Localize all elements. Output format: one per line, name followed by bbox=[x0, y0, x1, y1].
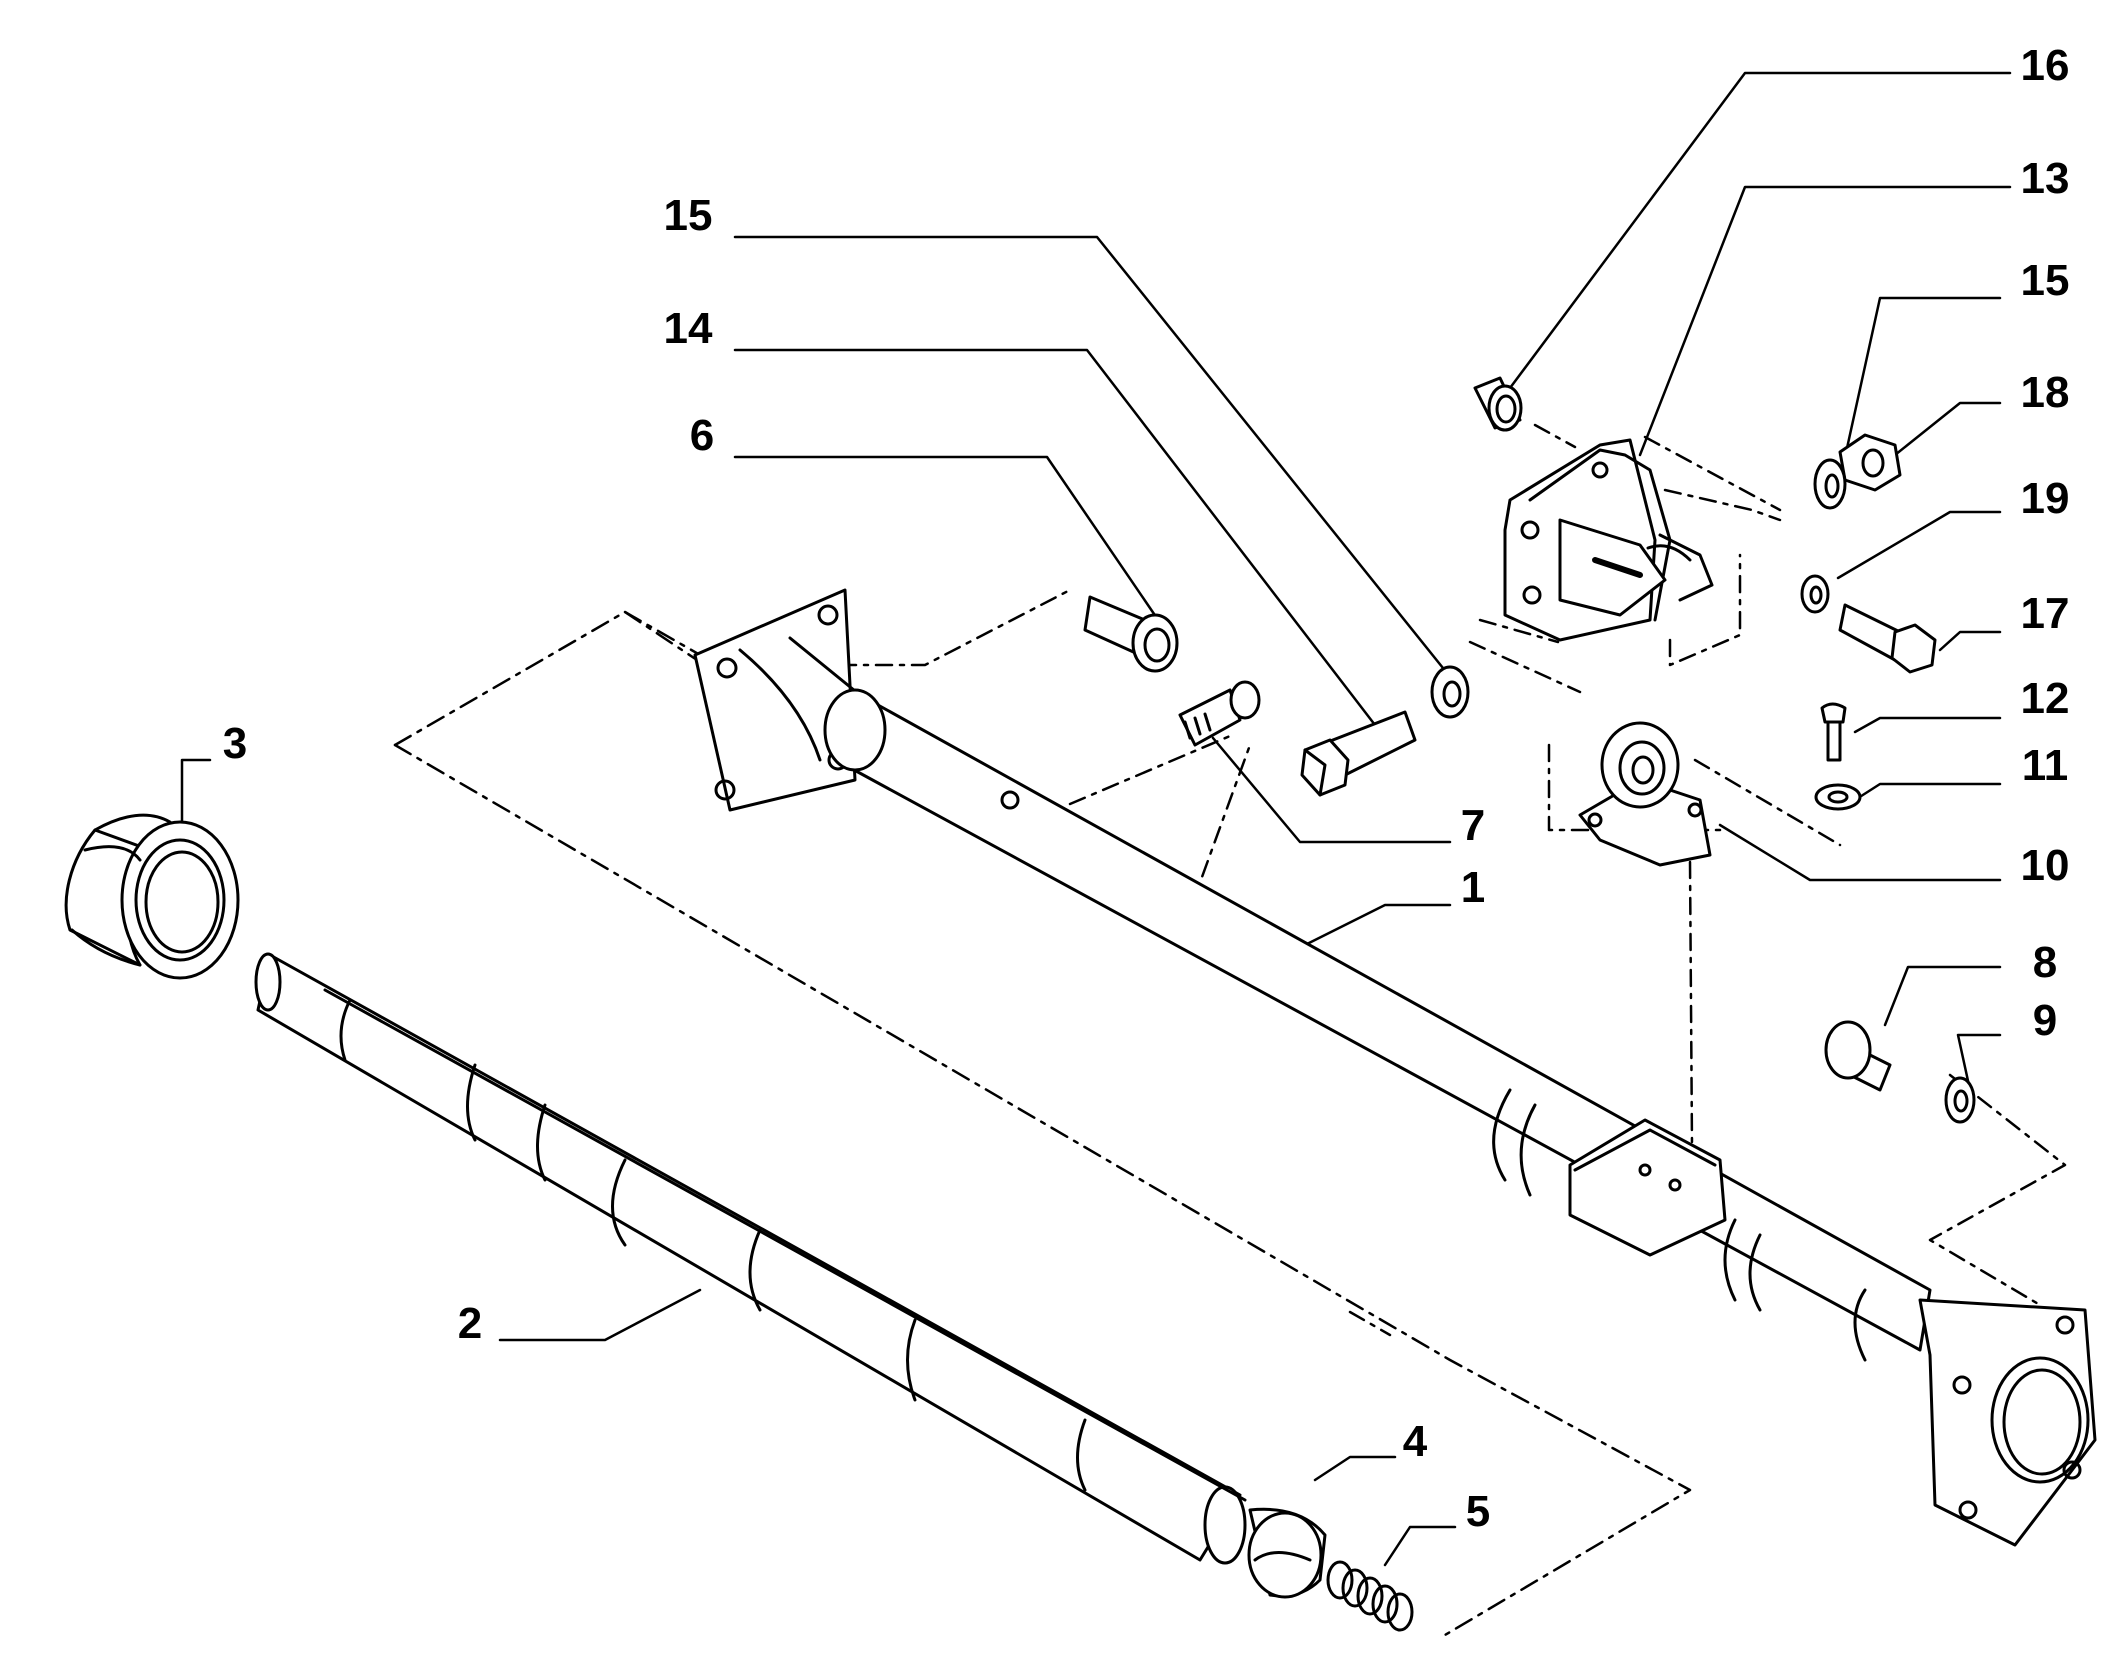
callout-5: 5 bbox=[1466, 1487, 1490, 1536]
washer-part-15-upper bbox=[1813, 458, 1847, 510]
callout-9: 9 bbox=[2033, 996, 2057, 1045]
callout-11: 11 bbox=[2022, 741, 2069, 790]
callout-15-left: 15 bbox=[664, 191, 713, 240]
callout-labels: 16 13 15 15 14 18 6 19 17 12 3 11 7 10 1… bbox=[223, 41, 2070, 1536]
washer-part-11 bbox=[1814, 783, 1862, 811]
bolt-part-8 bbox=[1824, 1020, 1892, 1092]
callout-1: 1 bbox=[1461, 863, 1485, 912]
callout-13: 13 bbox=[2021, 154, 2070, 203]
hex-bolt-part-14 bbox=[1300, 710, 1417, 797]
mount-part-10 bbox=[1578, 721, 1712, 867]
callout-18: 18 bbox=[2021, 368, 2070, 417]
callout-16: 16 bbox=[2021, 41, 2070, 90]
callout-14: 14 bbox=[664, 304, 713, 353]
cap-part-4 bbox=[1247, 1507, 1327, 1599]
bleed-screw-part-7 bbox=[1178, 680, 1261, 747]
shaft-part-2 bbox=[254, 952, 1247, 1565]
small-bolt-part-12 bbox=[1820, 702, 1847, 762]
callout-17: 17 bbox=[2021, 589, 2070, 638]
callout-10: 10 bbox=[2021, 841, 2070, 890]
socket-bolt-part-6 bbox=[1083, 595, 1179, 673]
dash-connectors bbox=[838, 423, 2067, 1337]
tube-part-1 bbox=[693, 588, 2097, 1547]
callout-15-right: 15 bbox=[2021, 256, 2070, 305]
callout-3: 3 bbox=[223, 719, 247, 768]
callout-4: 4 bbox=[1403, 1417, 1428, 1466]
washer-part-19 bbox=[1800, 574, 1830, 614]
bracket-part-13 bbox=[1503, 438, 1714, 642]
hex-bolt-part-17 bbox=[1838, 603, 1937, 674]
bushing-part-3 bbox=[64, 813, 240, 980]
callout-6: 6 bbox=[690, 411, 714, 460]
washer-part-15-lower bbox=[1430, 665, 1470, 719]
callout-19: 19 bbox=[2021, 474, 2070, 523]
callout-12: 12 bbox=[2021, 674, 2070, 723]
callout-8: 8 bbox=[2033, 938, 2057, 987]
spring-part-5 bbox=[1326, 1560, 1414, 1632]
callout-7: 7 bbox=[1461, 801, 1485, 850]
washer-part-9 bbox=[1944, 1076, 1976, 1124]
sleeve-part-16 bbox=[1473, 376, 1523, 432]
leader-lines bbox=[180, 71, 2012, 1567]
callout-2: 2 bbox=[458, 1299, 482, 1348]
